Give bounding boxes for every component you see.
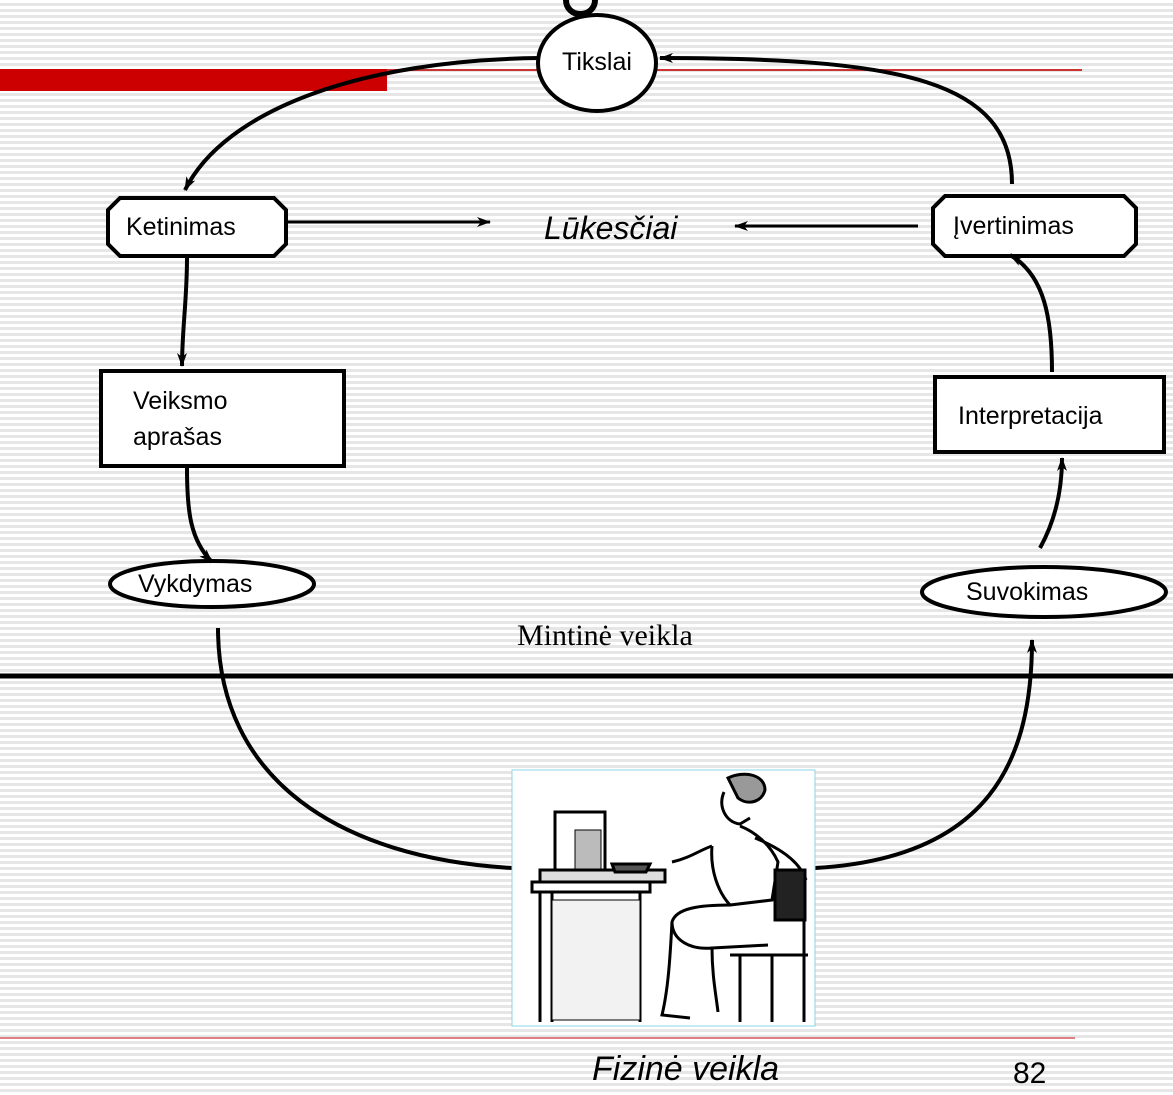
physical-activity-label: Fizinė veikla	[592, 1050, 780, 1088]
evaluation-label: Įvertinimas	[953, 212, 1074, 240]
goals-node	[536, 13, 658, 113]
goals-label: Tikslai	[562, 48, 632, 76]
title-accent-bar	[0, 69, 387, 91]
perception-node	[920, 565, 1168, 619]
intention-to-action-arrow	[177, 257, 189, 367]
interpretation-label: Interpretacija	[958, 402, 1103, 430]
expectations-label: Lūkesčiai	[544, 210, 678, 246]
action-to-execution-arrow	[185, 467, 214, 564]
intention-node	[106, 196, 288, 258]
goals-to-intention-arrow	[183, 56, 541, 191]
person-at-computer-illustration	[511, 769, 816, 1027]
perception-label: Suvokimas	[966, 578, 1089, 606]
execution-label: Vykdymas	[138, 570, 253, 598]
page-number: 82	[1013, 1057, 1047, 1090]
perception-to-interpretation-arrow	[1038, 457, 1067, 549]
footer-rule-line	[0, 1037, 1075, 1039]
action-spec-node	[99, 369, 346, 468]
evaluation-to-goals-arrow	[659, 53, 1014, 185]
interpretation-to-evaluation-arrow	[1008, 253, 1054, 373]
mental-activity-label: Mintinė veikla	[517, 619, 693, 652]
action-spec-label-line1: Veiksmo	[133, 387, 228, 415]
action-spec-label-line2: aprašas	[133, 423, 222, 451]
title-fragment	[563, 0, 598, 18]
intention-label: Ketinimas	[126, 213, 236, 241]
interpretation-node	[933, 375, 1166, 454]
execution-to-world-arrow	[216, 627, 513, 870]
world-to-perception-arrow	[814, 639, 1037, 870]
header-rule-line	[387, 69, 1082, 71]
evaluation-node	[931, 194, 1138, 258]
